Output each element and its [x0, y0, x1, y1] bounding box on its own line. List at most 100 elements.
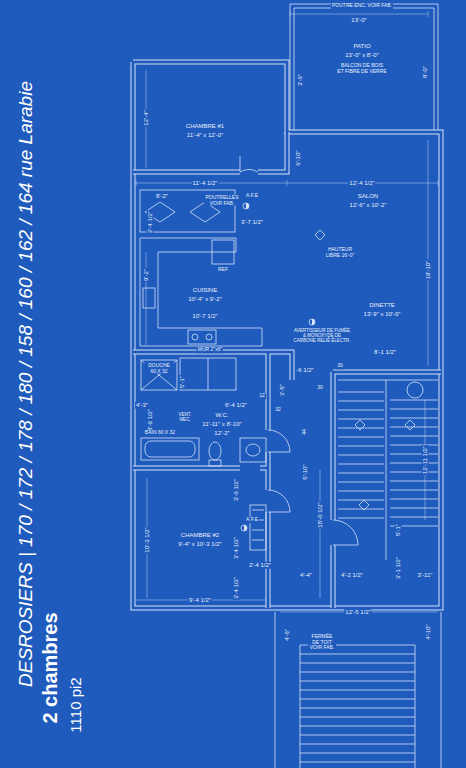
door-swing — [268, 490, 290, 512]
stair — [338, 509, 384, 510]
plan-annotation: A.F.E — [245, 193, 259, 199]
plan-annotation: 12'-5 1/2" — [344, 609, 371, 616]
bathroom-fixture — [141, 360, 266, 466]
plan-annotation: CHAMBRE #1 — [185, 123, 225, 130]
bathroom-fixture — [240, 438, 266, 462]
floor-marker — [315, 230, 415, 510]
stair — [338, 410, 384, 411]
stair — [390, 454, 438, 455]
stair — [300, 672, 415, 673]
stair — [390, 463, 438, 464]
door-swing — [240, 156, 358, 545]
plan-annotation: 3'-6" — [297, 73, 304, 87]
stair — [338, 380, 438, 560]
plan-annotation: 11'-4 1/2" — [192, 180, 219, 187]
kitchen-counter — [140, 238, 262, 390]
plan-annotation: 11'-11" x 8'-10" — [201, 421, 242, 428]
stair — [390, 508, 438, 509]
plan-annotation: 3'-5" — [279, 383, 286, 397]
plan-annotation: VENT. MEC. — [173, 413, 197, 423]
plan-annotation: 32 — [274, 407, 282, 413]
exterior-wall — [133, 62, 441, 608]
stair — [390, 445, 438, 446]
smoke-detector — [244, 203, 315, 531]
plan-annotation: 5'-1" — [179, 375, 186, 389]
stair — [407, 382, 423, 398]
plan-annotation: 3'-7 1/2" — [240, 219, 264, 226]
plan-annotation: 30 — [316, 385, 324, 391]
plan-subtitle: 2 chambres — [39, 612, 61, 723]
plan-annotation: 3'-11" — [417, 572, 434, 579]
stair — [300, 708, 415, 709]
stair — [300, 690, 415, 691]
plan-annotation: 2'-4 1/2" — [147, 210, 154, 234]
plan-annotation: 4'-2 1/2" — [340, 572, 364, 579]
plan-annotation: 19'-10" — [425, 260, 432, 281]
stair — [300, 744, 415, 745]
stair — [300, 762, 415, 763]
stair — [390, 499, 438, 500]
stair — [275, 380, 441, 768]
stair — [300, 699, 415, 700]
plan-annotation: PATIO — [352, 43, 371, 50]
kitchen-counter — [143, 288, 155, 308]
kitchen-counter — [208, 358, 209, 390]
stair — [338, 473, 384, 474]
stair — [300, 681, 415, 682]
plan-annotation: 8'-9 1/2" — [147, 408, 154, 432]
plan-annotation: 11'-4" x 12'-0" — [186, 132, 224, 139]
patio-railing — [290, 4, 438, 132]
plan-annotation: 12'-4 1/2" — [348, 180, 375, 187]
kitchen-counter — [206, 334, 212, 340]
bathroom-fixture — [246, 444, 260, 456]
stair — [390, 427, 438, 428]
stair — [390, 481, 438, 482]
stair — [300, 663, 415, 664]
stair — [338, 518, 384, 519]
plan-annotation: 5'-10" — [302, 463, 309, 480]
stair — [390, 409, 438, 410]
bathroom-fixture — [145, 441, 195, 457]
stair — [338, 437, 384, 438]
plan-annotation: CUISINE — [192, 287, 218, 294]
plan-annotation: MUR 2"x6" — [197, 347, 223, 353]
stair — [338, 428, 384, 429]
plan-annotation: 10'-4" x 9'-2" — [187, 296, 223, 303]
stair — [275, 612, 441, 768]
plan-annotation: 2'-4 1/2" — [248, 562, 272, 569]
stair — [338, 446, 384, 447]
plan-annotation: 8'-1 1/2" — [373, 349, 397, 356]
door-swing — [268, 430, 290, 452]
kitchen-counter — [212, 240, 234, 264]
plan-annotation: 4'-10" — [425, 623, 432, 640]
patio-railing — [294, 8, 434, 132]
plan-annotation: 10'-7 1/2" — [191, 313, 218, 320]
stair — [338, 464, 384, 465]
plan-annotation: POUTRE ENC. VOIR FAB. — [331, 3, 393, 9]
plan-annotation: 12'-2" — [213, 430, 230, 437]
bathroom-fixture — [209, 460, 221, 466]
plan-annotation: REF — [217, 267, 229, 273]
interior-wall — [133, 132, 441, 608]
stair — [390, 436, 438, 437]
stair — [300, 753, 415, 754]
closet — [250, 505, 266, 550]
plan-annotation: 4'-4" — [299, 572, 313, 579]
stair — [300, 654, 415, 655]
plan-annotation: 6'-4 1/2" — [224, 402, 248, 409]
stair — [338, 419, 384, 420]
interior-wall — [133, 132, 441, 608]
stair — [390, 517, 438, 518]
door-swing — [240, 156, 258, 172]
kitchen-counter — [180, 358, 236, 390]
stair — [390, 472, 438, 473]
plan-annotation: 9'-2" — [143, 268, 150, 282]
stair — [338, 500, 384, 501]
plan-annotation: HAUTEUR LIBRE 16'-0" — [321, 247, 359, 258]
stair — [300, 735, 415, 736]
plan-annotation: BALCON DE BOIS ET FIBRE DE VERRE — [336, 63, 388, 74]
plan-annotation: 13'-0" x 8'-0" — [344, 52, 380, 59]
plan-annotation: 44 — [302, 428, 308, 436]
plan-annotation: 13'-0" — [350, 17, 367, 24]
